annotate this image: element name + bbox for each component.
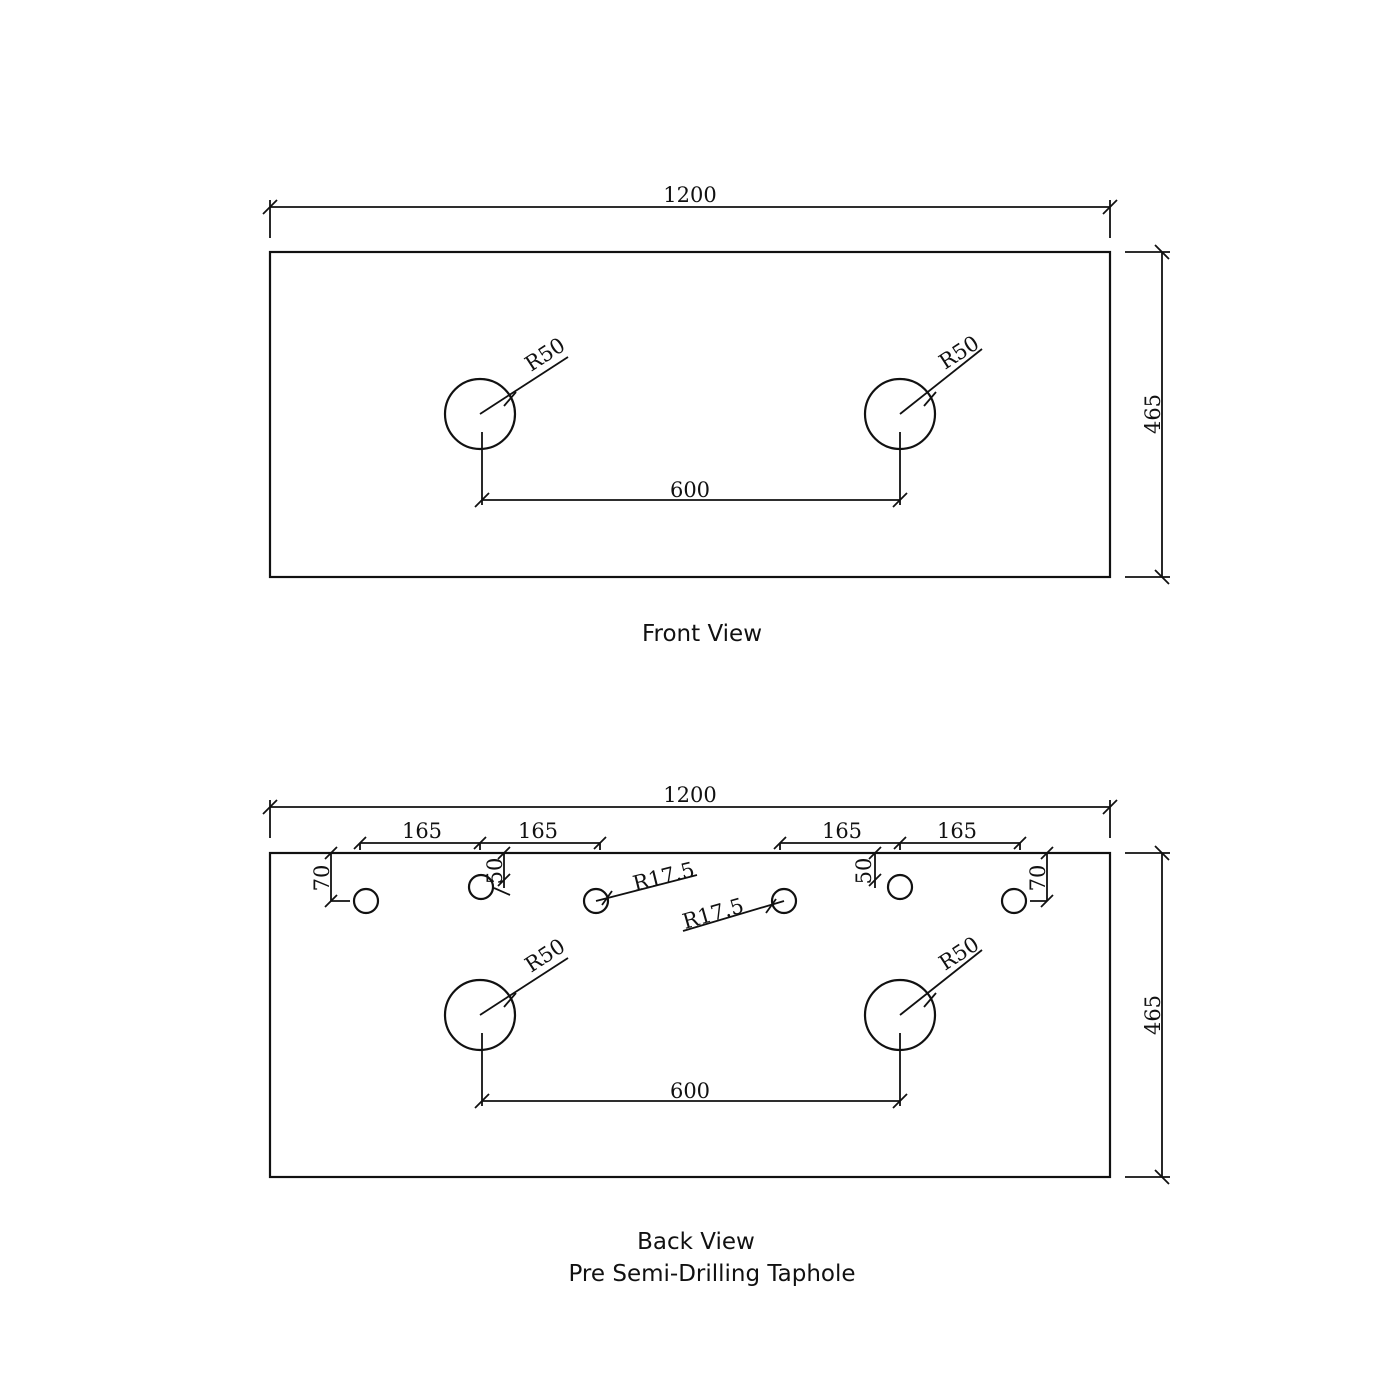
back-taphole-spacing-left: 165 165 <box>353 819 607 850</box>
back-taphole-radius-label-left: R17.5 <box>630 857 697 895</box>
back-taphole-radius-leader-right: R17.5 <box>680 893 785 934</box>
back-taphole-3 <box>582 887 610 915</box>
front-countertop-outline <box>268 250 1112 579</box>
front-radius-label-left: R50 <box>521 333 570 376</box>
back-taphole-4 <box>770 887 798 915</box>
front-basin-spacing-dimension: 600 <box>474 432 908 508</box>
back-spacing-label-2: 165 <box>518 819 558 843</box>
back-offset-right-outer: 70 <box>1026 846 1054 908</box>
back-view-subcaption: Pre Semi-Drilling Taphole <box>568 1261 855 1287</box>
front-width-dimension: 1200 <box>262 183 1118 238</box>
back-taphole-2 <box>467 873 495 901</box>
back-basin-spacing-label: 600 <box>670 1079 710 1103</box>
back-width-label: 1200 <box>663 783 716 807</box>
back-taphole-radius-label-right: R17.5 <box>680 893 747 933</box>
back-view: 1200 465 165 165 <box>262 783 1170 1287</box>
back-radius-label-left: R50 <box>521 934 570 977</box>
back-taphole-5 <box>886 873 914 901</box>
back-offset-label-left-inner: 50 <box>483 858 507 885</box>
back-view-caption: Back View <box>637 1229 755 1255</box>
front-view: 1200 465 R50 R50 <box>262 183 1170 647</box>
back-taphole-spacing-right: 165 165 <box>773 819 1027 850</box>
back-taphole-radius-leader-left: R17.5 <box>595 857 698 906</box>
back-offset-label-left-outer: 70 <box>310 865 334 892</box>
front-depth-label: 465 <box>1141 394 1165 434</box>
back-offset-label-right-outer: 70 <box>1026 865 1050 892</box>
back-offset-left-outer: 70 <box>310 846 350 908</box>
back-taphole-1 <box>352 887 380 915</box>
back-radius-leader-left: R50 <box>479 934 570 1016</box>
back-depth-label: 465 <box>1141 995 1165 1035</box>
back-radius-leader-right: R50 <box>899 932 983 1016</box>
front-width-label: 1200 <box>663 183 716 207</box>
back-spacing-label-1: 165 <box>402 819 442 843</box>
back-offset-label-right-inner: 50 <box>852 858 876 885</box>
back-spacing-label-4: 165 <box>937 819 977 843</box>
back-basin-spacing-dimension: 600 <box>474 1033 908 1109</box>
front-radius-leader-left: R50 <box>479 333 570 415</box>
back-width-dimension: 1200 <box>262 783 1118 838</box>
back-spacing-label-3: 165 <box>822 819 862 843</box>
back-basin-hole-left <box>443 978 517 1052</box>
front-basin-hole-left <box>443 377 517 451</box>
back-offset-left-inner: 50 <box>483 846 511 896</box>
front-depth-dimension: 465 <box>1125 244 1170 585</box>
back-depth-dimension: 465 <box>1125 845 1170 1185</box>
front-radius-leader-right: R50 <box>899 331 983 415</box>
back-taphole-6 <box>1000 887 1028 915</box>
back-countertop-outline <box>268 851 1112 1179</box>
back-offset-right-inner: 50 <box>852 846 882 888</box>
front-view-caption: Front View <box>642 621 762 647</box>
front-basin-spacing-label: 600 <box>670 478 710 502</box>
